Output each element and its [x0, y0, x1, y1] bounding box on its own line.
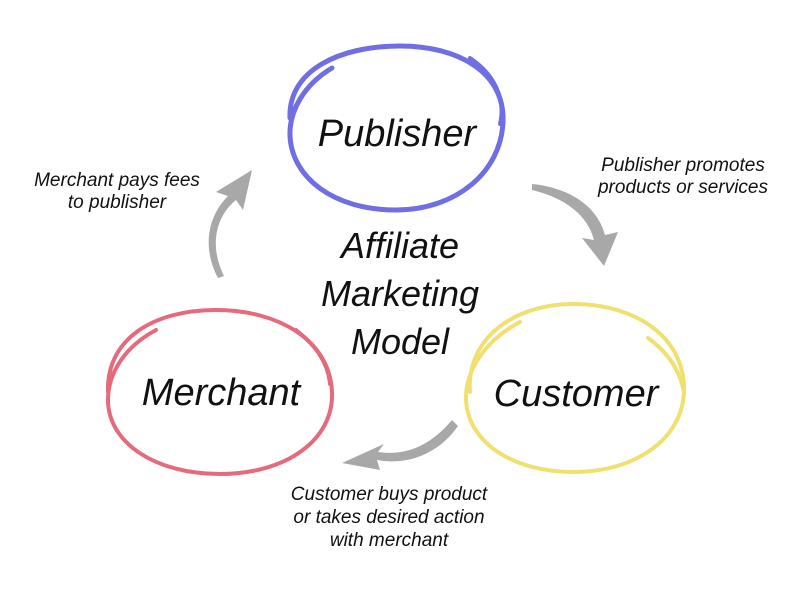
caption-publisher-to-customer: Publisher promotes products or services [597, 155, 769, 198]
arrow-customer-to-merchant [342, 420, 458, 470]
merchant-circle [105, 307, 335, 477]
arrow-publisher-to-customer [532, 184, 618, 266]
merchant-node: Merchant [105, 307, 335, 477]
caption-customer-to-merchant-line-3: with merchant [330, 530, 449, 551]
caption-merchant-to-publisher-line-1: Merchant pays fees [34, 170, 200, 191]
customer-node: Customer [463, 301, 687, 475]
customer-circle [463, 301, 687, 475]
title-line-2: Marketing [321, 273, 479, 314]
merchant-circle-overstroke [294, 328, 332, 386]
customer-label: Customer [494, 373, 660, 415]
caption-merchant-to-publisher-line-2: to publisher [68, 192, 167, 213]
publisher-circle-overstroke [468, 56, 504, 126]
caption-merchant-to-publisher: Merchant pays fees to publisher [34, 170, 200, 213]
caption-customer-to-merchant: Customer buys product or takes desired a… [291, 484, 488, 551]
publisher-circle [287, 43, 506, 213]
merchant-label: Merchant [142, 372, 302, 414]
title-line-3: Model [351, 321, 450, 362]
caption-customer-to-merchant-line-2: or takes desired action [293, 507, 484, 528]
publisher-node: Publisher [287, 43, 506, 213]
arrow-merchant-to-publisher [208, 170, 252, 278]
center-title: Affiliate Marketing Model [321, 225, 479, 362]
title-line-1: Affiliate [339, 225, 459, 266]
customer-circle-overstroke [646, 336, 686, 394]
publisher-label: Publisher [318, 113, 478, 155]
caption-publisher-to-customer-line-1: Publisher promotes [601, 155, 765, 176]
caption-customer-to-merchant-line-1: Customer buys product [291, 484, 488, 505]
caption-publisher-to-customer-line-2: products or services [597, 177, 769, 198]
